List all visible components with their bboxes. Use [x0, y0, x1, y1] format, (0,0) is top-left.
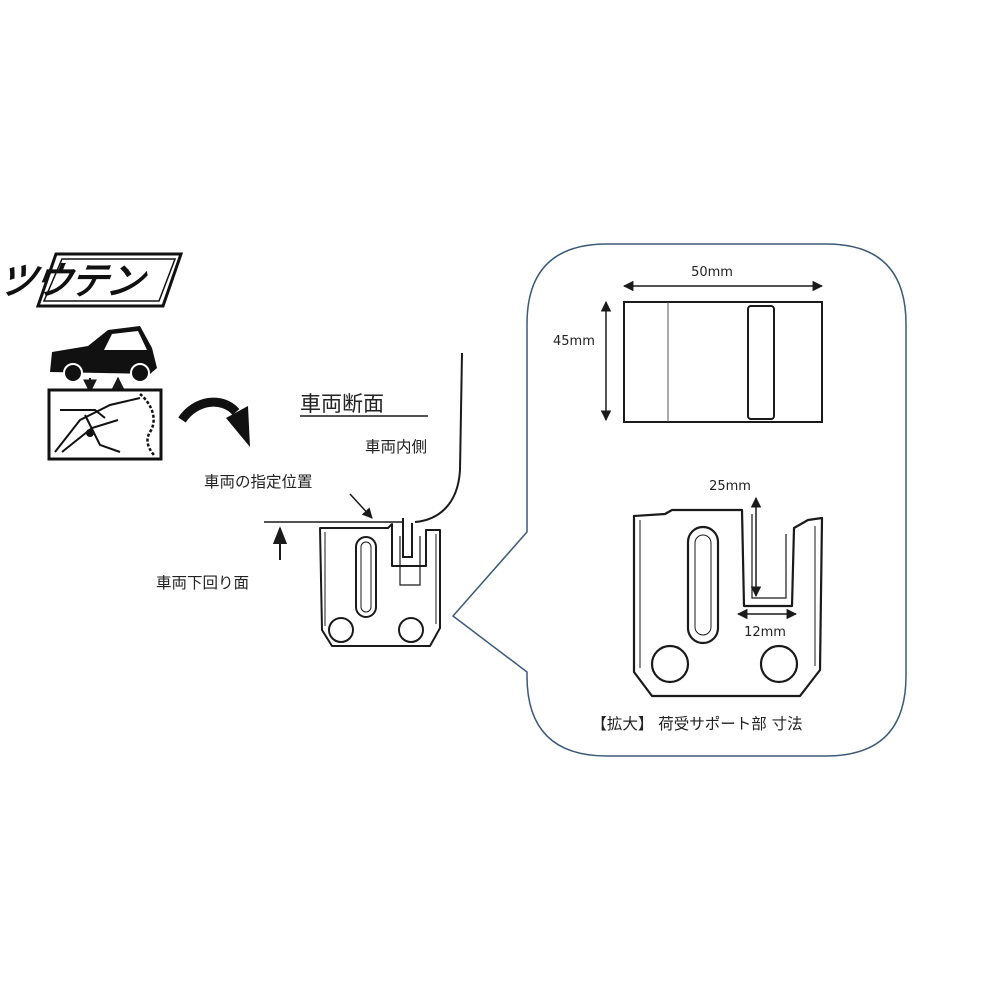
large-bracket-inner-edge	[639, 520, 816, 668]
front-view-rect	[623, 301, 823, 423]
curved-arrow-icon	[178, 397, 250, 447]
small-bracket-slot-inner	[399, 536, 421, 586]
small-bracket-oblong-hole	[355, 536, 377, 618]
car-window	[104, 331, 147, 350]
slot-width-dimension-label: 12mm	[744, 625, 786, 640]
underside-label: 車両下回り面	[156, 574, 249, 592]
underbody-line-1	[54, 397, 141, 453]
large-bracket-hole-right	[759, 644, 799, 684]
car-wheel-rear	[130, 363, 150, 383]
front-view-slot	[747, 305, 775, 420]
section-title: 車両断面	[300, 392, 384, 416]
car-icon	[50, 326, 157, 394]
slot-depth-dimension-label: 25mm	[709, 479, 751, 494]
underbody-line-3	[84, 414, 121, 453]
curved-arrow-head	[226, 406, 250, 447]
logo-inner-frame	[42, 258, 177, 302]
logo-frame	[35, 252, 184, 308]
height-dimension-label: 45mm	[553, 334, 595, 349]
section-view: 車両断面 車両内側 車両の指定位置 車両下回り面	[156, 352, 463, 647]
brand-logo: ツウテン	[0, 252, 184, 308]
small-bracket-hole-right	[398, 617, 424, 643]
large-bracket-oblong-hole	[686, 525, 720, 645]
inner-side-label: 車両内側	[365, 438, 427, 456]
large-bracket-oblong-hole-inner	[694, 534, 712, 636]
small-bracket-outline	[319, 523, 441, 647]
width-dimension-label: 50mm	[691, 265, 733, 280]
enlarged-caption: 【拡大】 荷受サポート部 寸法	[591, 715, 802, 733]
underbody-bolt	[86, 429, 94, 437]
small-bracket-oblong-hole-inner	[360, 541, 372, 613]
underbody-line-4	[60, 409, 106, 419]
small-bracket-inner-edge	[324, 532, 437, 626]
designated-position-pointer	[349, 493, 373, 519]
curved-arrow-shaft	[178, 397, 240, 423]
enlarged-bracket-view: 25mm 12mm	[632, 479, 824, 698]
small-bracket-hole-left	[328, 617, 354, 643]
enlarged-front-view: 50mm 45mm	[553, 265, 824, 423]
pinch-weld-flange	[402, 518, 413, 558]
underbody-illustration	[47, 388, 163, 461]
underbody-tyre	[139, 393, 155, 456]
designated-position-label: 車両の指定位置	[204, 473, 313, 491]
vehicle-body-line	[414, 352, 463, 523]
large-bracket-hole-left	[650, 644, 690, 684]
logo-text: ツウテン	[0, 260, 150, 304]
car-wheel-front	[63, 363, 83, 383]
